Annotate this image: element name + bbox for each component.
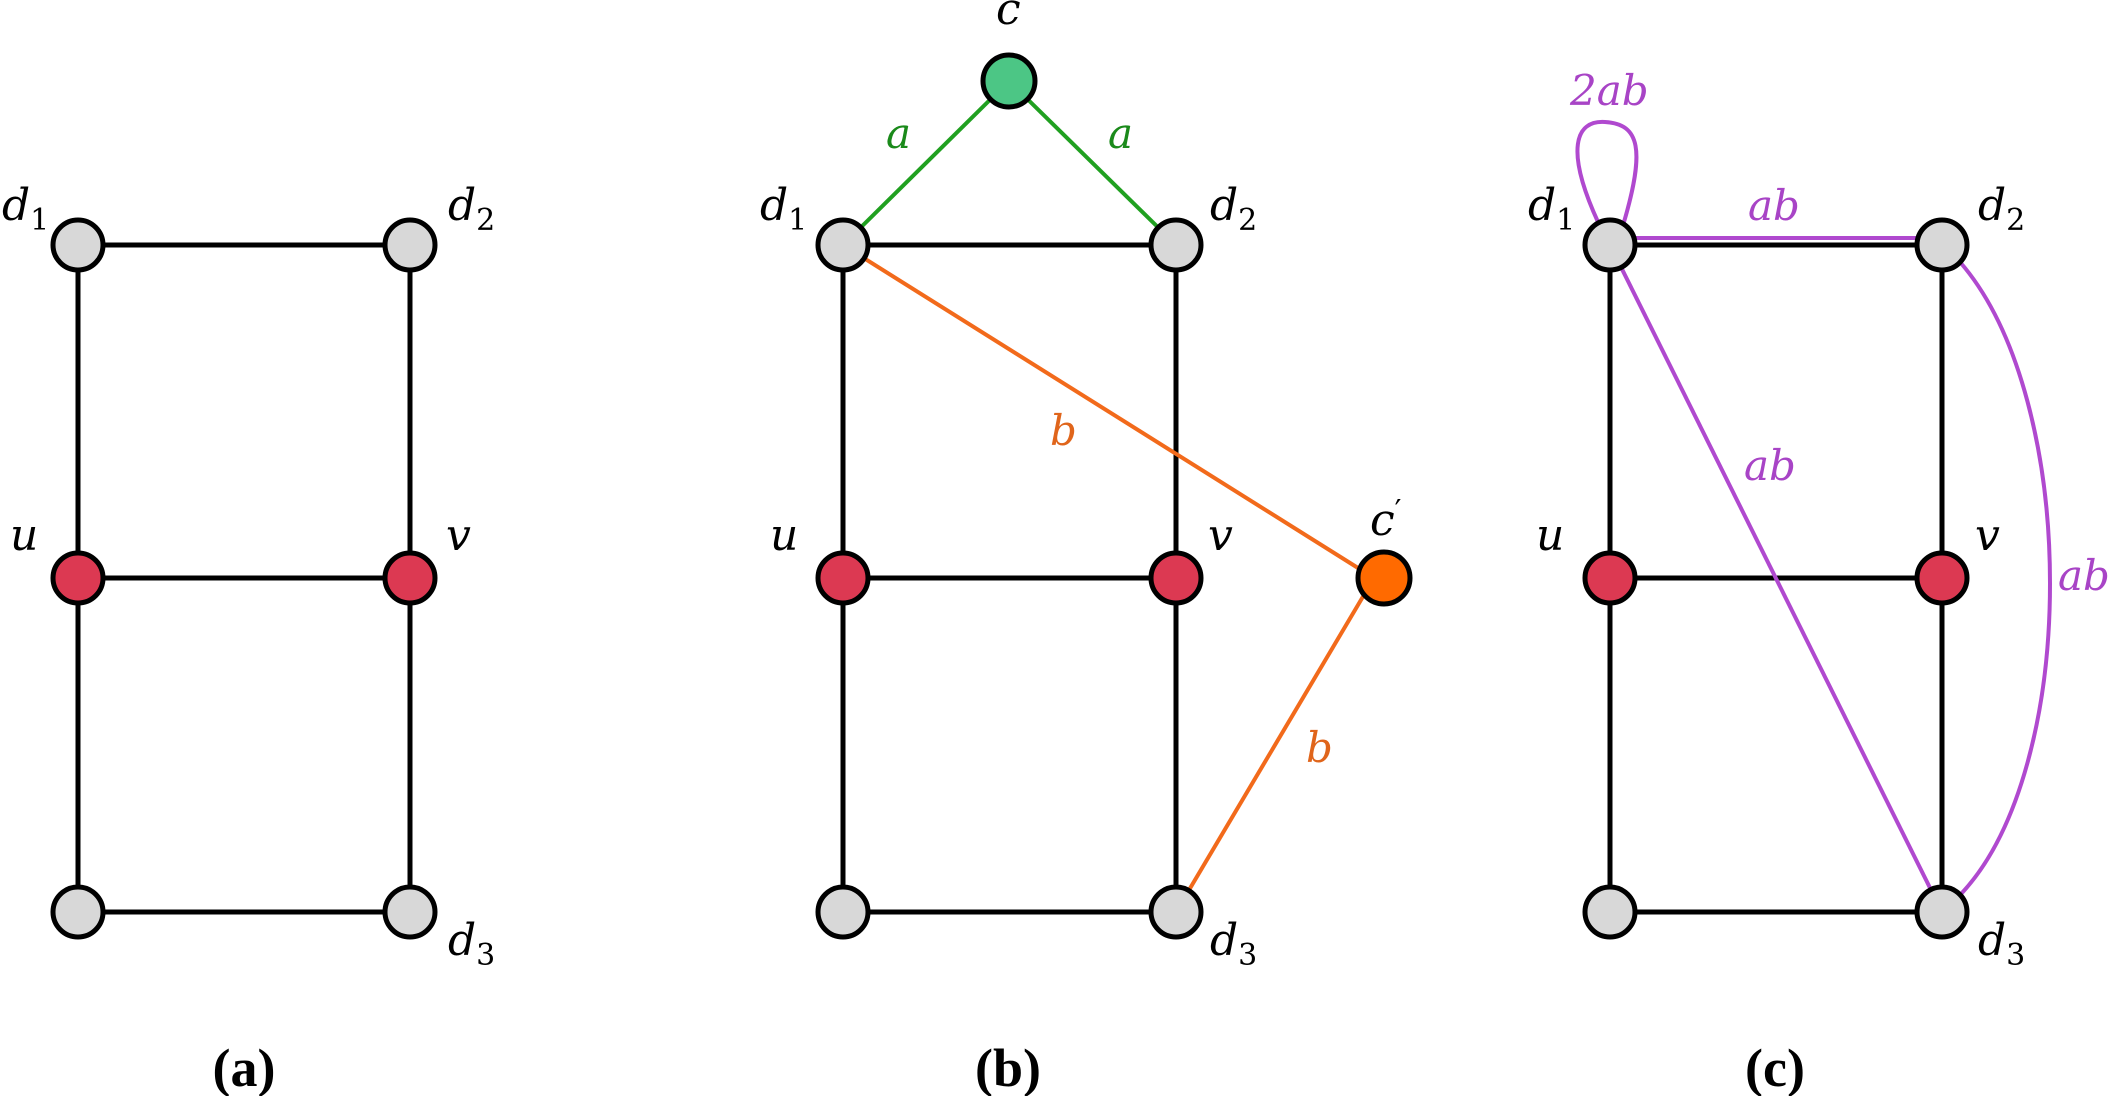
label-c: c: [996, 0, 1021, 35]
edge-label-b-lower: b: [1306, 723, 1333, 772]
node-d3: [1914, 884, 1970, 940]
node-v: [1914, 550, 1970, 606]
label-v: v: [446, 510, 471, 561]
label-c-prime: c′: [1370, 494, 1402, 546]
label-d1: d1: [2, 180, 49, 238]
label-d2: d2: [1210, 180, 1257, 238]
label-d1: d1: [760, 180, 807, 238]
edge-ab-arc-d2-d3: [1958, 260, 2052, 897]
edge-label-diag: ab: [1744, 441, 1796, 490]
node-c: [980, 52, 1038, 110]
node-u: [50, 550, 106, 606]
node-d1: [815, 217, 871, 273]
edge-label-loop: 2ab: [1569, 66, 1649, 115]
label-u: u: [1536, 510, 1564, 561]
edge-label-arc: ab: [2058, 551, 2110, 600]
node-u: [815, 550, 871, 606]
label-u: u: [770, 510, 798, 561]
label-v: v: [1208, 510, 1233, 561]
edge-label-a-left: a: [886, 109, 911, 158]
node-bottom-left: [1582, 884, 1638, 940]
node-d2: [1914, 217, 1970, 273]
label-v: v: [1975, 510, 2000, 561]
edge-ab-d1-d3: [1608, 244, 1944, 913]
label-d3: d3: [1978, 915, 2025, 973]
caption-a: (a): [213, 1038, 276, 1096]
edge-label-a-right: a: [1108, 109, 1133, 158]
node-d1: [50, 217, 106, 273]
node-bottom-left: [815, 884, 871, 940]
edge-c-d1: [841, 79, 1011, 247]
node-v: [1148, 550, 1204, 606]
label-d2: d2: [448, 180, 495, 238]
node-d1: [1582, 217, 1638, 273]
node-d3: [1148, 884, 1204, 940]
label-u: u: [10, 510, 38, 561]
node-d2: [382, 217, 438, 273]
label-d3: d3: [448, 915, 495, 973]
node-c-prime: [1355, 549, 1413, 607]
label-d2: d2: [1978, 180, 2025, 238]
node-bottom-left: [50, 884, 106, 940]
edge-d1-c-prime: [841, 243, 1376, 580]
caption-b: (b): [975, 1038, 1041, 1096]
panel-c: d1 d2 u v d3 2ab ab ab ab (c): [1528, 66, 2110, 1098]
edge-label-top: ab: [1748, 181, 1800, 230]
node-d2: [1148, 217, 1204, 273]
label-d1: d1: [1528, 180, 1575, 238]
edge-loop-d1: [1575, 119, 1639, 223]
edge-c-prime-d3: [1174, 576, 1376, 914]
panel-b: c c′ d1 d2 u v d3 a a b b (b): [760, 0, 1413, 1098]
caption-c: (c): [1745, 1038, 1805, 1096]
panel-a: d1 d2 u v d3 (a): [2, 180, 495, 1098]
label-d3: d3: [1210, 915, 1257, 973]
node-v: [382, 550, 438, 606]
edge-label-b-upper: b: [1050, 406, 1077, 455]
node-d3: [382, 884, 438, 940]
edge-c-d2: [1007, 79, 1178, 247]
node-u: [1582, 550, 1638, 606]
